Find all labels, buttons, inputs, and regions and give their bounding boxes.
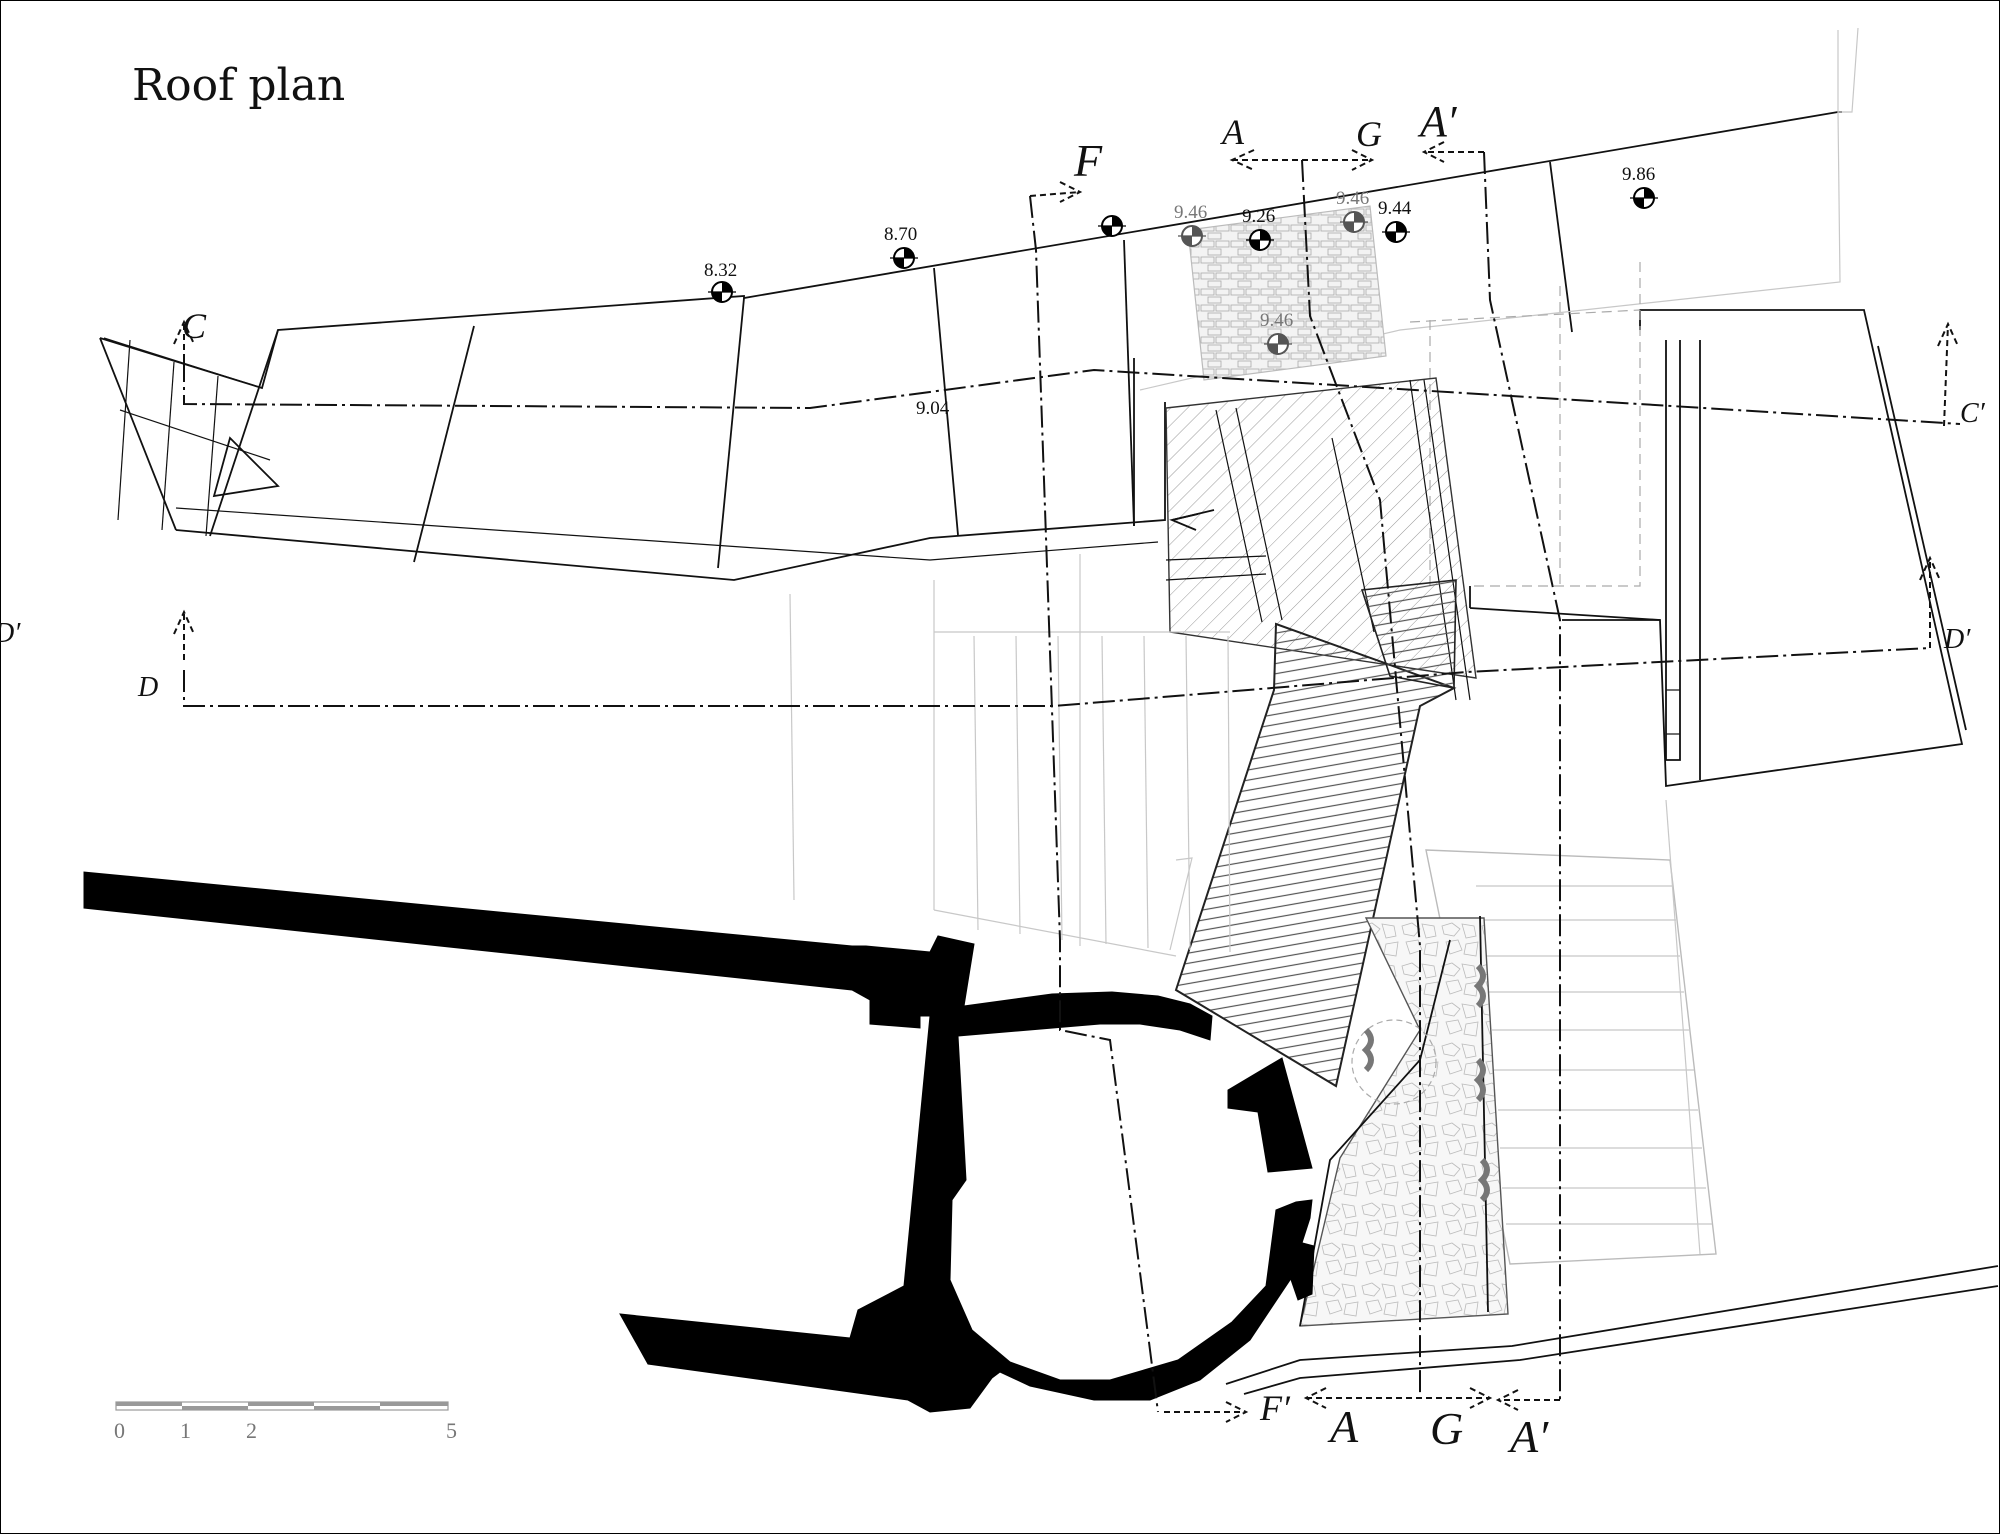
section-label-c-prime: C′: [1960, 398, 1986, 429]
access-path: [1225, 1265, 1999, 1395]
section-label-d: D: [137, 672, 158, 703]
elevation-label: 9.46: [1260, 310, 1293, 331]
elevation-marker: 9.86: [1622, 164, 1658, 209]
elevation-marker: 9.26: [1242, 206, 1275, 251]
scale-label: 0: [114, 1418, 125, 1443]
drawing-title: Roof plan: [132, 60, 345, 111]
elevation-label: 9.46: [1174, 202, 1207, 223]
section-label-a-top: A: [1220, 112, 1245, 152]
scale-bar: 0 1 2 5: [114, 1401, 457, 1443]
elevation-label: 9.44: [1378, 198, 1412, 219]
elevation-marker: 9.46: [1174, 202, 1207, 247]
section-label-c: C: [182, 306, 207, 346]
edge-section-fragment: D′: [0, 618, 21, 649]
section-cuts: [173, 141, 1961, 1423]
elevation-marker: 9.46: [1336, 188, 1369, 233]
scale-label: 1: [180, 1418, 191, 1443]
elevation-label: 8.32: [704, 260, 737, 281]
elevation-label: 9.86: [1622, 164, 1655, 185]
elevation-markers: 8.32 8.70 9.46 9.26: [704, 164, 1658, 419]
section-label-f-prime: F′: [1259, 1388, 1291, 1428]
elevation-marker: 8.32: [704, 260, 737, 303]
section-label-f: F: [1073, 135, 1103, 186]
elevation-marker: 9.44: [1378, 198, 1412, 243]
elevation-label: 9.26: [1242, 206, 1275, 227]
section-label-d-prime: D′: [1943, 624, 1971, 655]
section-label-a-prime-top: A′: [1417, 97, 1458, 146]
section-label-g-top: G: [1356, 114, 1382, 154]
stair-run: [1174, 579, 1457, 1088]
section-label-a-bottom: A: [1327, 1401, 1359, 1452]
roof-outline-right: [1139, 27, 1967, 788]
scale-label: 5: [446, 1418, 457, 1443]
ground-plates: [789, 554, 1231, 957]
section-label-a-prime-bottom: A′: [1507, 1411, 1549, 1462]
section-label-g-bottom: G: [1430, 1403, 1463, 1454]
section-labels: C C′ D D′ F F′ A G A′ A G A′: [137, 97, 1986, 1462]
roof-level-note: 9.04: [916, 398, 950, 419]
brick-paving: [1187, 205, 1387, 381]
elevation-marker: 8.70: [884, 224, 918, 269]
elevation-marker: 9.46: [1260, 310, 1293, 355]
scale-label: 2: [246, 1418, 257, 1443]
roof-outline-left: [99, 111, 1839, 581]
elevation-label: 9.46: [1336, 188, 1369, 209]
elevation-marker: [1098, 215, 1126, 237]
elevation-label: 8.70: [884, 224, 917, 245]
masonry-walls: [83, 871, 1315, 1413]
